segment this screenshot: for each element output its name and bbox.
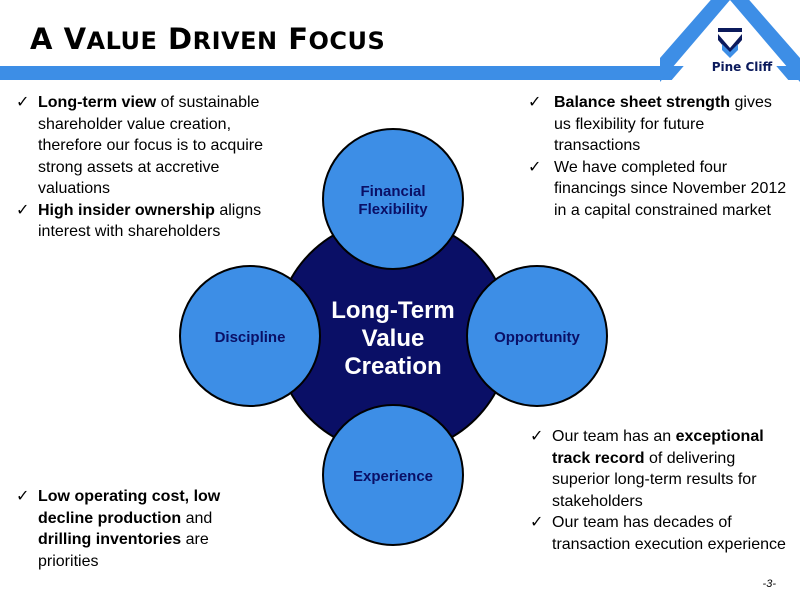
bullet-operating-cost: ✓Low operating cost, low decline product… bbox=[16, 488, 221, 570]
center-label-line3: Creation bbox=[344, 353, 441, 380]
right-circle bbox=[466, 265, 608, 407]
bottom-left-bullets: ✓Low operating cost, low decline product… bbox=[16, 486, 266, 572]
top-left-bullets: ✓Long-term view of sustainable sharehold… bbox=[16, 92, 291, 243]
top-circle bbox=[322, 128, 464, 270]
logo-roof-shape bbox=[660, 0, 800, 82]
title-word-1: A bbox=[30, 22, 53, 56]
bullet-balance-sheet: ✓Balance sheet strength gives us flexibi… bbox=[528, 94, 772, 154]
page-number: -3- bbox=[762, 578, 776, 590]
bullet-transaction-experience: ✓Our team has decades of transaction exe… bbox=[530, 514, 786, 553]
bottom-label: Experience bbox=[353, 468, 433, 485]
bottom-right-bullets: ✓Our team has an exceptional track recor… bbox=[530, 426, 795, 555]
checkmark-icon: ✓ bbox=[530, 428, 544, 445]
checkmark-icon: ✓ bbox=[528, 158, 542, 176]
top-label-line2: Flexibility bbox=[358, 201, 428, 218]
checkmark-icon: ✓ bbox=[528, 94, 542, 111]
bullet-long-term-view: ✓Long-term view of sustainable sharehold… bbox=[16, 94, 264, 197]
bullet-financings: ✓We have completed four financings since… bbox=[528, 158, 787, 219]
pine-cliff-logo bbox=[660, 0, 800, 82]
left-circle bbox=[179, 265, 321, 407]
title-word-3: DRIVEN bbox=[168, 22, 278, 56]
title-underline-bar bbox=[0, 66, 800, 80]
checkmark-icon: ✓ bbox=[16, 201, 30, 219]
bullet-insider-ownership: ✓High insider ownership aligns interest … bbox=[16, 201, 262, 241]
logo-emblem-icon bbox=[718, 28, 742, 58]
checkmark-icon: ✓ bbox=[16, 94, 30, 111]
bullet-track-record: ✓Our team has an exceptional track recor… bbox=[530, 428, 764, 510]
center-label-line2: Value bbox=[362, 325, 425, 352]
checkmark-icon: ✓ bbox=[16, 488, 30, 505]
bottom-circle bbox=[322, 404, 464, 546]
checkmark-icon: ✓ bbox=[530, 514, 544, 531]
title-word-4: FOCUS bbox=[288, 22, 386, 56]
right-label: Opportunity bbox=[494, 329, 580, 346]
left-label: Discipline bbox=[215, 329, 286, 346]
logo-wordmark: Pine Cliff bbox=[711, 60, 773, 74]
page-title: A VALUE DRIVEN FOCUS bbox=[30, 22, 385, 56]
top-right-bullets: ✓Balance sheet strength gives us flexibi… bbox=[528, 92, 790, 221]
title-word-2: VALUE bbox=[63, 22, 158, 56]
top-label-line1: Financial bbox=[360, 183, 425, 200]
logo-roof-inner bbox=[670, 12, 790, 82]
center-label-line1: Long-Term bbox=[331, 297, 455, 324]
